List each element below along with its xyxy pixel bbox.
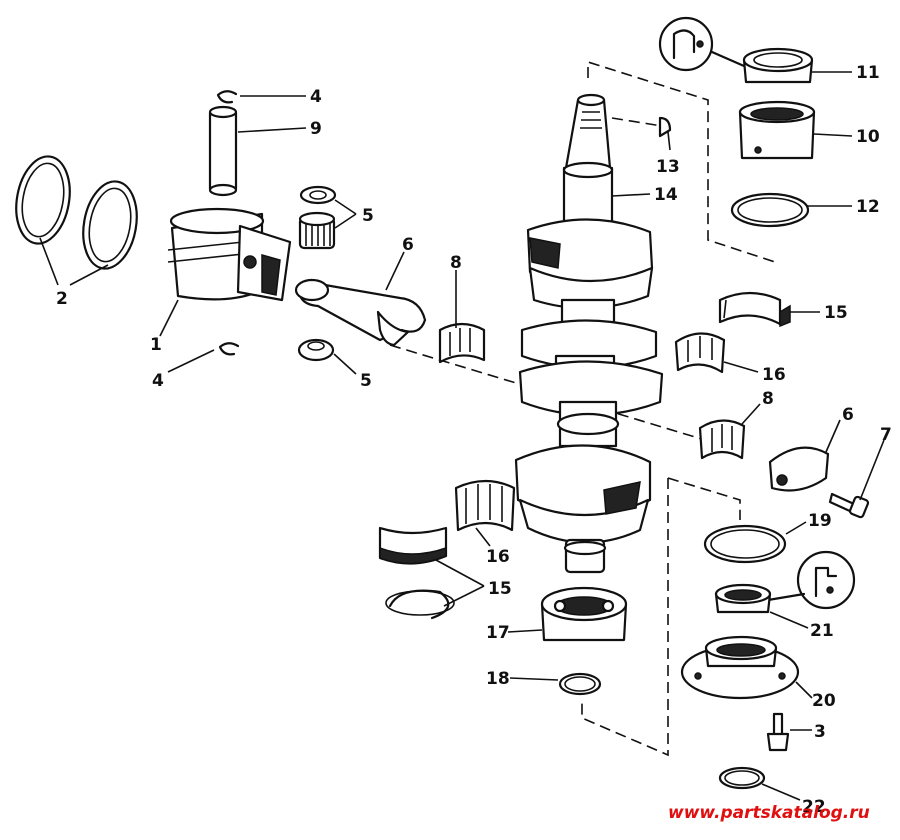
bearing-half-shell-lower	[378, 526, 448, 565]
rod-cap-screw	[828, 492, 870, 519]
piston	[167, 207, 292, 302]
lubricant-symbol-lower	[766, 550, 856, 610]
ring-22	[718, 766, 766, 790]
callout-13: 13	[656, 157, 680, 177]
wrist-pin	[208, 105, 238, 197]
lower-ball-bearing	[540, 586, 628, 642]
callout-12: 12	[856, 197, 880, 217]
callout-numbers: 1 2 3 4 4 5 5 6 6 7 8 8 9 10 11 12 13 14…	[56, 63, 892, 817]
needle-bearing	[298, 211, 336, 250]
bearing-cage-left	[438, 322, 486, 364]
callout-15: 15	[488, 579, 512, 599]
callout-14: 14	[654, 185, 678, 205]
lubricant-symbol-upper	[658, 16, 746, 72]
rod-cap	[768, 446, 830, 492]
callout-5: 5	[362, 206, 374, 226]
callout-21: 21	[810, 621, 834, 641]
callout-5: 5	[360, 371, 372, 391]
callout-22: 22	[802, 797, 826, 817]
o-ring-19	[703, 524, 787, 564]
lower-washer	[297, 338, 335, 362]
callout-4: 4	[152, 371, 164, 391]
woodruff-key	[658, 116, 672, 138]
housing-screw	[766, 712, 790, 752]
upper-bearing	[738, 100, 816, 160]
lower-ring-18	[558, 672, 602, 696]
callout-2: 2	[56, 289, 68, 309]
bearing-half-shell-upper	[718, 291, 791, 328]
callout-15: 15	[824, 303, 848, 323]
callout-16: 16	[486, 547, 510, 567]
callout-11: 11	[856, 63, 880, 83]
callout-1: 1	[150, 335, 162, 355]
leader-lines	[39, 71, 885, 801]
upper-washer	[299, 185, 337, 205]
callout-16: 16	[762, 365, 786, 385]
lower-seal	[714, 583, 772, 614]
retaining-ring-lower-left	[385, 589, 455, 620]
callout-8: 8	[762, 389, 774, 409]
callout-9: 9	[310, 119, 322, 139]
callout-6: 6	[842, 405, 854, 425]
callout-20: 20	[812, 691, 836, 711]
upper-seal	[742, 47, 814, 84]
connecting-rod	[294, 278, 427, 347]
pin-retainer-clips	[216, 90, 240, 356]
callout-6: 6	[402, 235, 414, 255]
bearing-cage-16-lower	[454, 479, 516, 532]
callout-17: 17	[486, 623, 510, 643]
callout-10: 10	[856, 127, 880, 147]
piston-rings	[15, 155, 138, 270]
crankshaft	[514, 93, 664, 574]
callout-19: 19	[808, 511, 832, 531]
bearing-cage-8-right	[698, 419, 746, 460]
callout-8: 8	[450, 253, 462, 273]
callout-7: 7	[880, 425, 892, 445]
callout-4: 4	[310, 87, 322, 107]
bearing-cage-16-right	[674, 332, 726, 374]
upper-o-ring	[730, 192, 810, 228]
callout-18: 18	[486, 669, 510, 689]
watermark: www.partskatalog.ru	[668, 803, 870, 823]
callout-3: 3	[814, 722, 826, 742]
bearing-housing	[680, 635, 800, 700]
